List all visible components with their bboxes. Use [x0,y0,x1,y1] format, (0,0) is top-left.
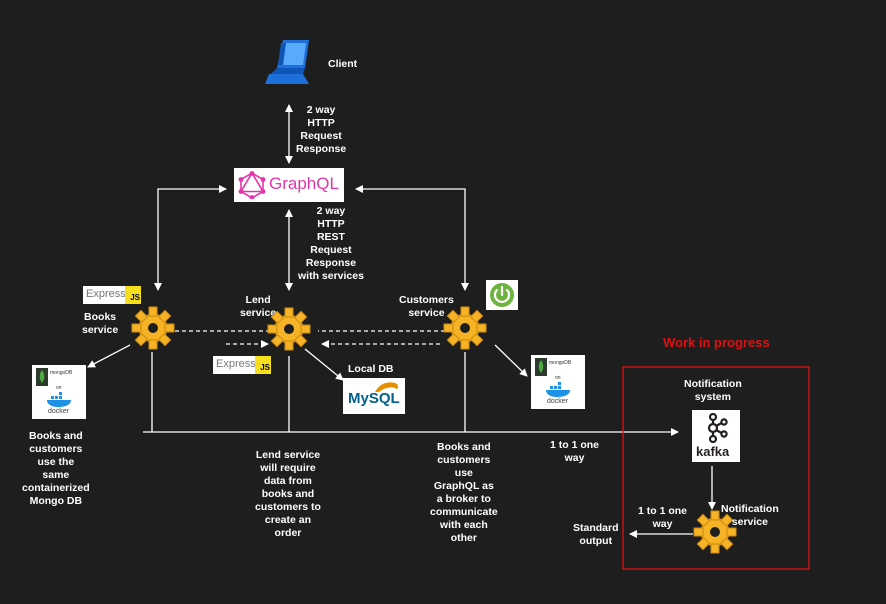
client-label: Client [328,58,358,70]
kafka-logo: kafka [692,410,740,462]
books-service-label: Books service [82,311,119,336]
mysql-logo: MySQL [343,378,405,414]
one-way-bottom-label: 1 to 1 one way [638,505,688,530]
work-in-progress-label: Work in progress [663,335,770,350]
books-service-gear-icon [131,306,175,350]
dolphin-icon [375,382,399,392]
docker-whale-icon [546,382,570,397]
docker-whale-icon [47,392,71,407]
graphql-icon [238,171,266,199]
graphql-lend-label: 2 way HTTP REST Request Response with se… [298,205,364,282]
express-logo-lend: Express JS [213,356,271,374]
mongo-docker-logo-books: mongoDB on docker [32,365,86,419]
books-note: Books and customers use the same contain… [22,430,90,507]
lend-note: Lend service will require data from book… [255,449,321,539]
spring-logo [486,280,518,310]
lend-service-label: Lend service [240,294,277,319]
one-way-top-label: 1 to 1 one way [550,439,600,464]
mongo-docker-logo-customers: mongoDB on docker [531,355,585,409]
lend-mysql-line [304,348,344,381]
local-db-label: Local DB [348,363,394,375]
customers-service-gear-icon [443,306,487,350]
customers-graphql-line [355,185,469,291]
notification-service-label: Notification service [721,503,779,528]
laptop-icon [265,40,309,84]
client-graphql-label: 2 way HTTP Request Response [296,104,347,155]
graphql-text: GraphQL [269,174,339,193]
books-mongo-line [87,344,131,368]
mongodb-leaf-icon [535,358,547,376]
spring-icon [490,283,514,307]
graphql-logo: GraphQL [234,168,344,202]
express-logo-books: Express JS [83,286,141,304]
customers-note: Books and customers use GraphQL as a bro… [430,441,498,544]
books-graphql-line [154,185,227,291]
kafka-icon [707,413,728,443]
notification-service-gear-icon [693,510,737,554]
lend-service-gear-icon [267,307,311,351]
mongodb-leaf-icon [36,368,48,386]
notification-system-label: Notification system [684,378,742,403]
wip-box [622,366,810,570]
customers-service-label: Customers service [399,294,454,319]
standard-output-label: Standard output [573,522,619,547]
customers-mongo-line [494,344,528,377]
